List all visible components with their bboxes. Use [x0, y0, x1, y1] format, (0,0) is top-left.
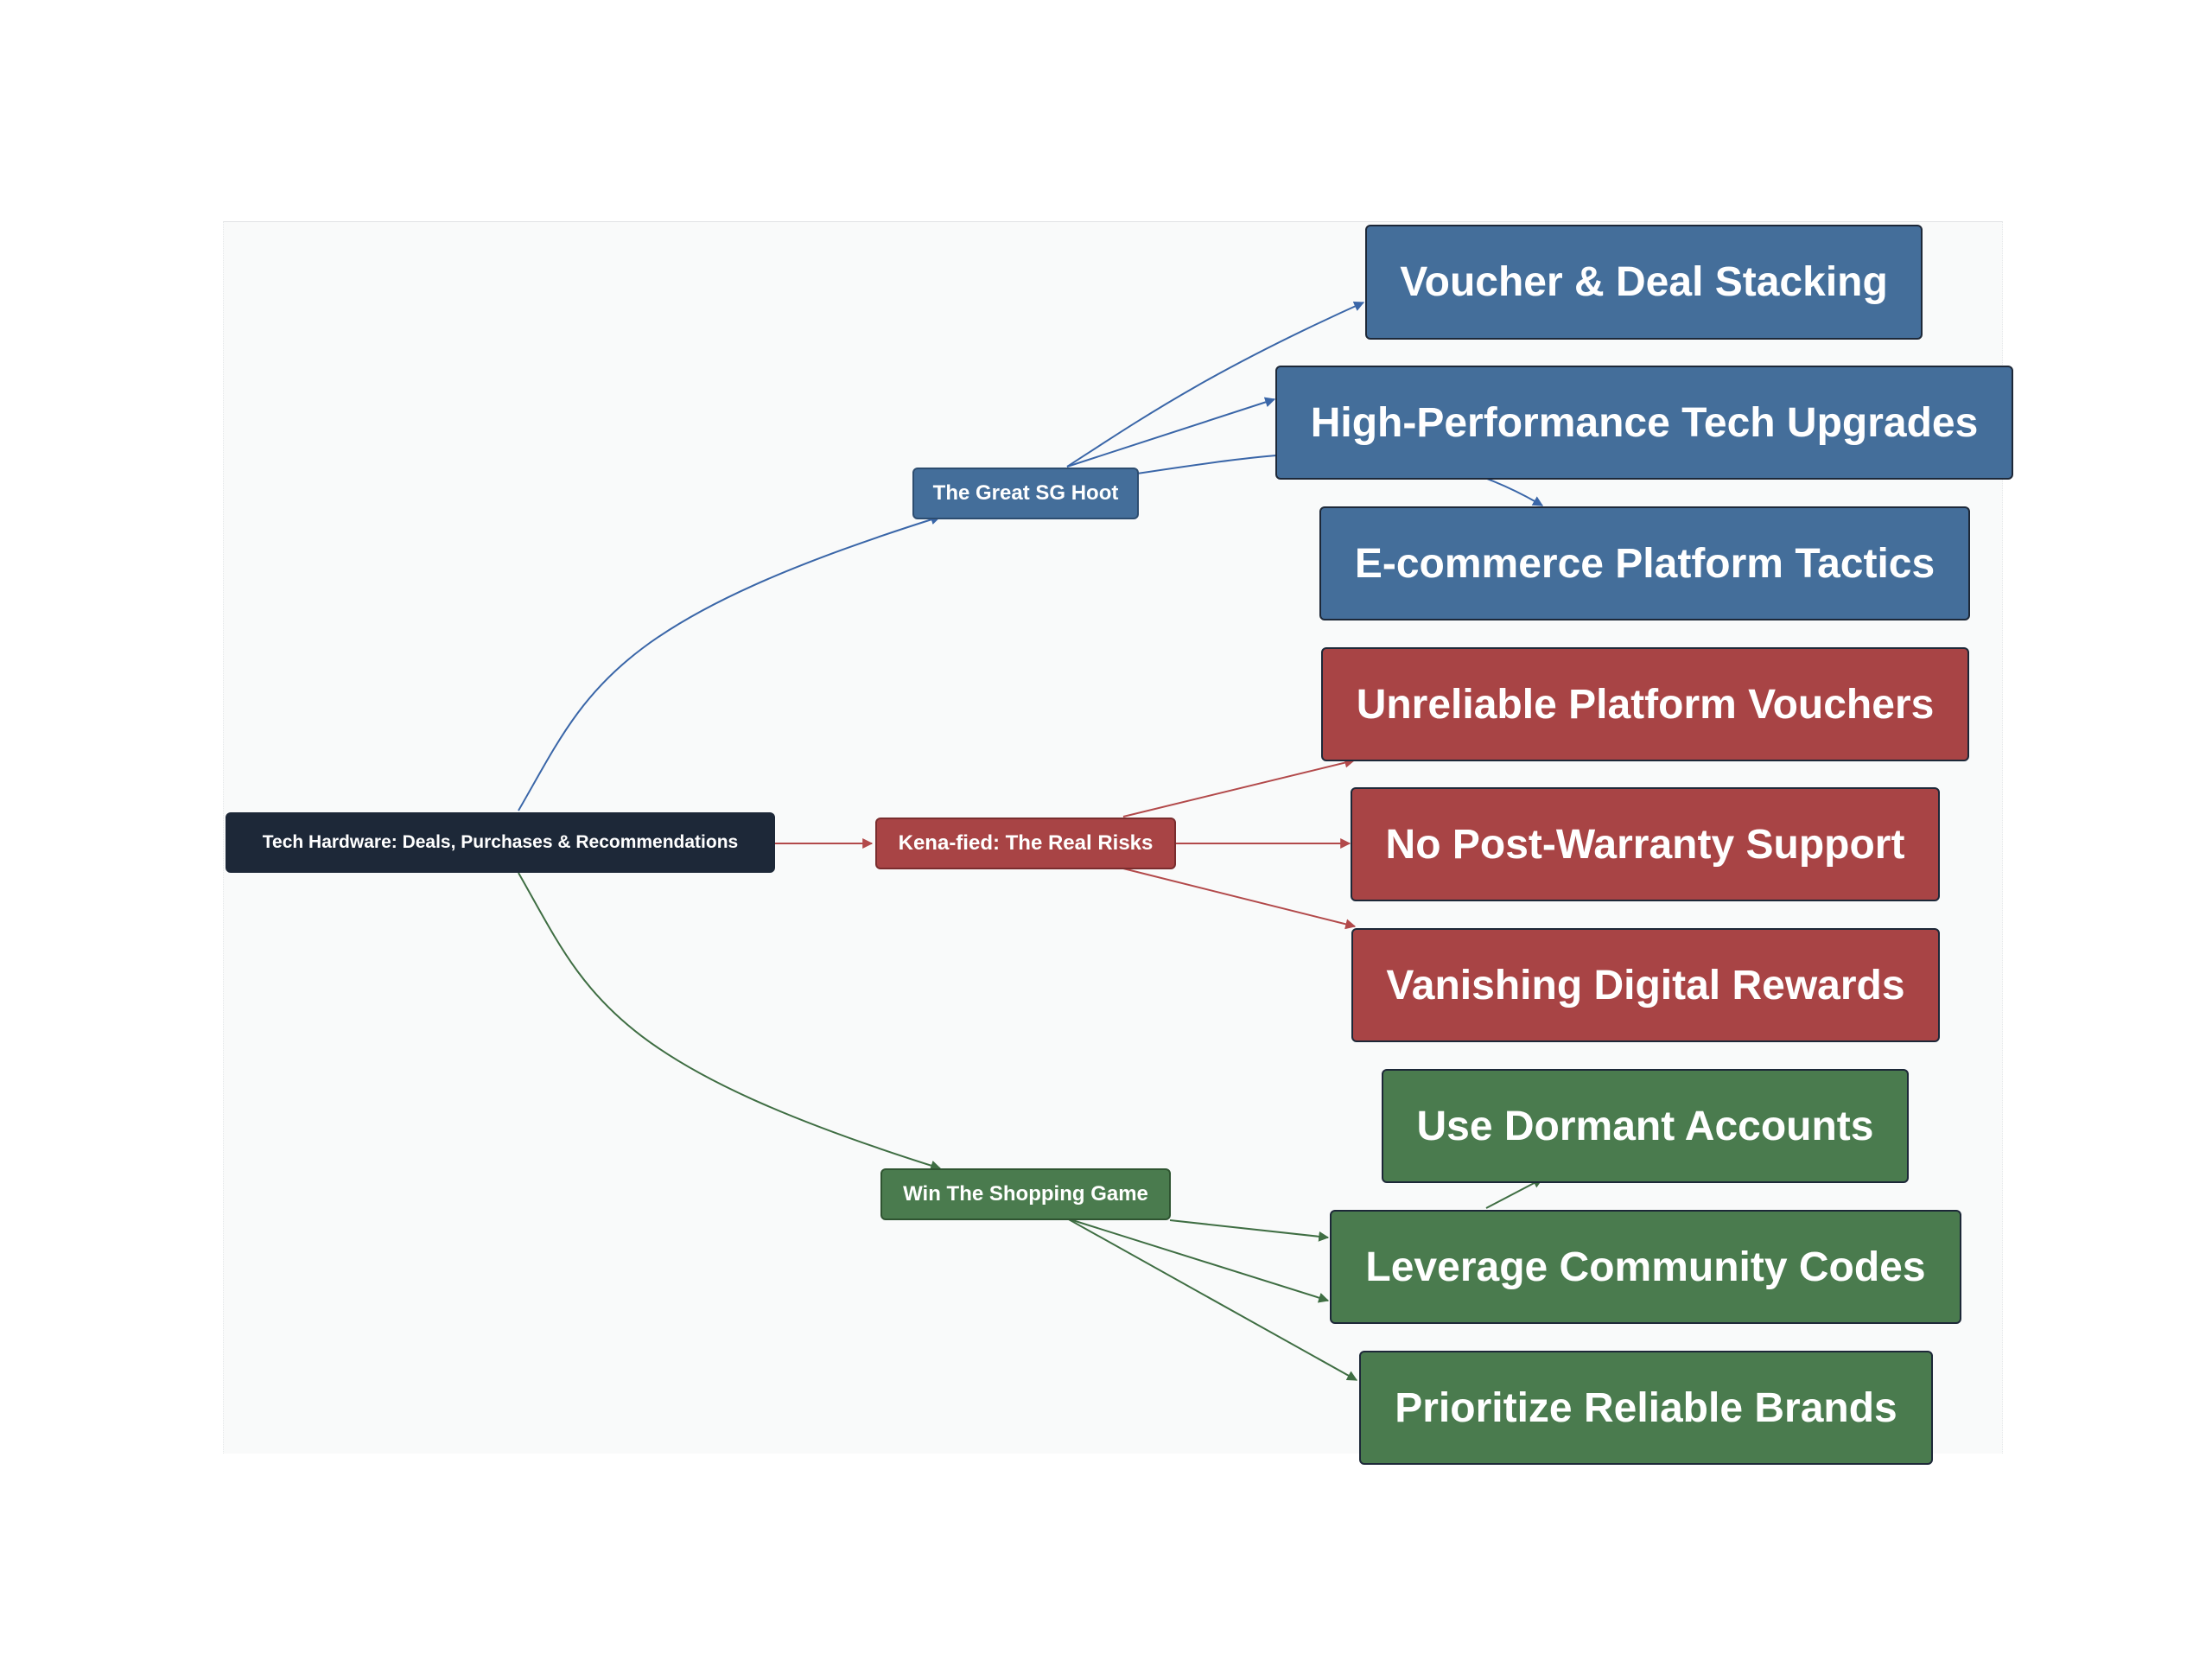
leaf-label: No Post-Warranty Support — [1385, 821, 1905, 868]
leaf-node: E-commerce Platform Tactics — [1319, 506, 1970, 620]
leaf-node: High-Performance Tech Upgrades — [1275, 366, 2013, 480]
leaf-node: Leverage Community Codes — [1330, 1210, 1961, 1324]
edge-branch-1-leaf-1 — [1066, 301, 1365, 468]
edge-branch-3-leaf-3 — [1066, 1218, 1358, 1381]
leaf-label: Unreliable Platform Vouchers — [1356, 681, 1935, 728]
root-node: Tech Hardware: Deals, Purchases & Recomm… — [226, 812, 775, 873]
leaf-label: Voucher & Deal Stacking — [1400, 259, 1888, 305]
leaf-label: Leverage Community Codes — [1365, 1244, 1926, 1290]
branch-label: Win The Shopping Game — [903, 1182, 1148, 1206]
edge-branch-3-leaf-2 — [1169, 1219, 1330, 1242]
branch-label: Kena-fied: The Real Risks — [898, 831, 1154, 855]
branch-node-great-sg-hoot: The Great SG Hoot — [912, 468, 1139, 519]
leaf-node: No Post-Warranty Support — [1351, 787, 1940, 901]
edge-branch-3-leaf-2b — [1066, 1218, 1330, 1303]
branch-label: The Great SG Hoot — [932, 481, 1119, 505]
leaf-node: Voucher & Deal Stacking — [1365, 225, 1923, 340]
leaf-label: High-Performance Tech Upgrades — [1310, 399, 1979, 446]
branch-node-kena-fied: Kena-fied: The Real Risks — [875, 818, 1176, 869]
edge-branch-1-leaf-2 — [1066, 397, 1276, 468]
leaf-label: E-commerce Platform Tactics — [1354, 540, 1936, 587]
edge-branch-2-leaf-1 — [1122, 757, 1356, 818]
edge-root-to-branch-1 — [518, 514, 942, 811]
root-label: Tech Hardware: Deals, Purchases & Recomm… — [262, 832, 739, 852]
leaf-label: Vanishing Digital Rewards — [1386, 962, 1905, 1008]
leaf-label: Prioritize Reliable Brands — [1395, 1384, 1897, 1431]
edge-branch-3-leaf-1 — [1485, 1178, 1544, 1209]
edge-branch-2-leaf-3 — [1122, 868, 1357, 930]
leaf-label: Use Dormant Accounts — [1416, 1103, 1874, 1149]
edge-root-to-branch-3 — [518, 872, 942, 1171]
leaf-node: Vanishing Digital Rewards — [1351, 928, 1940, 1042]
leaf-node: Use Dormant Accounts — [1382, 1069, 1909, 1183]
leaf-node: Prioritize Reliable Brands — [1359, 1351, 1933, 1465]
branch-node-win-shopping-game: Win The Shopping Game — [880, 1168, 1171, 1220]
leaf-node: Unreliable Platform Vouchers — [1321, 647, 1969, 761]
